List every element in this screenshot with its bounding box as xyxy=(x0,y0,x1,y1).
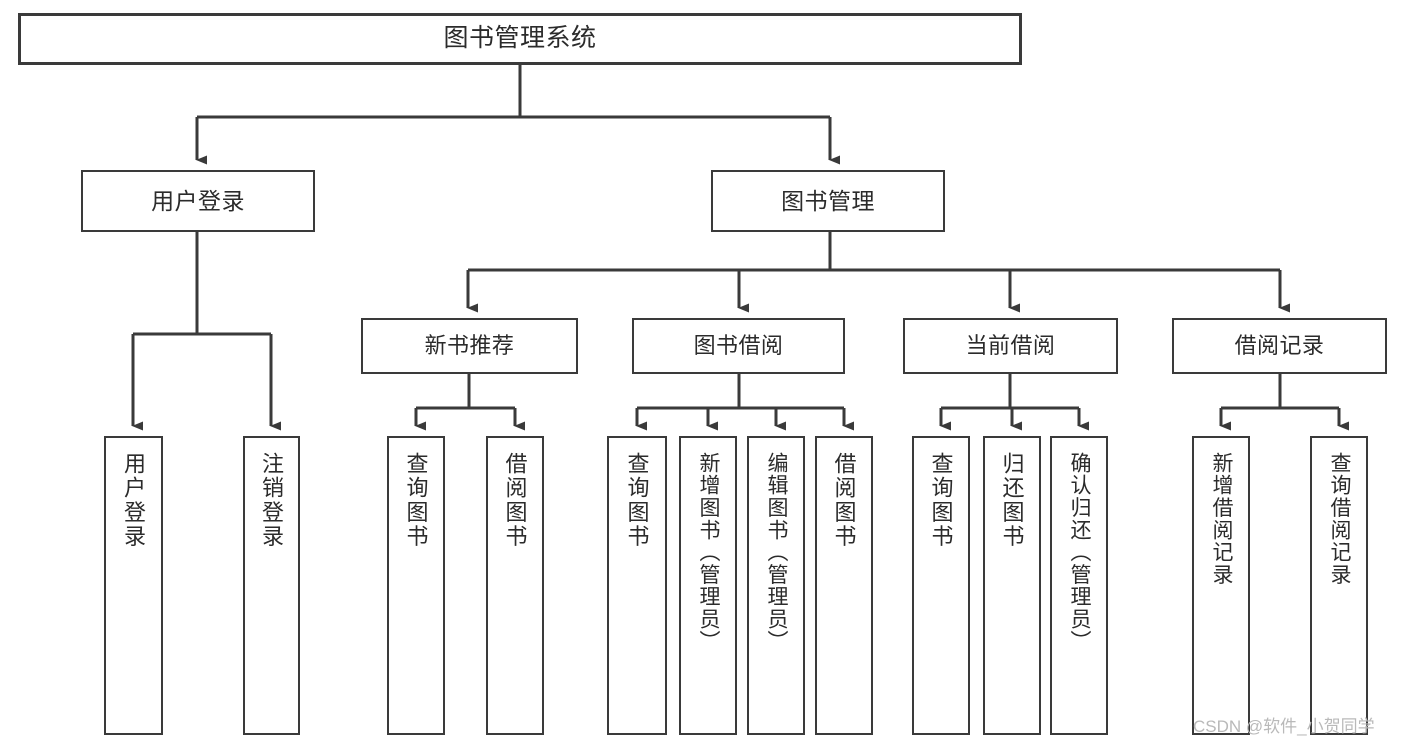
node-leaf-query-borrow-record-label: 查询借阅记录 xyxy=(1328,452,1352,586)
node-leaf-query-book-new[interactable]: 查询图书 xyxy=(387,436,445,735)
node-borrow-record-label: 借阅记录 xyxy=(1234,333,1325,359)
node-leaf-borrow-book-label: 借阅图书 xyxy=(831,452,857,549)
node-current-borrow[interactable]: 当前借阅 xyxy=(903,318,1118,374)
node-borrow-record[interactable]: 借阅记录 xyxy=(1172,318,1387,374)
node-leaf-logout[interactable]: 注销登录 xyxy=(243,436,300,735)
node-leaf-query-book-current[interactable]: 查询图书 xyxy=(912,436,970,735)
node-leaf-return-book[interactable]: 归还图书 xyxy=(983,436,1041,735)
node-leaf-query-book-new-label: 查询图书 xyxy=(403,452,429,549)
node-leaf-add-book-admin[interactable]: 新增图书（管理员） xyxy=(679,436,737,735)
node-leaf-query-book-borrow-label: 查询图书 xyxy=(624,452,650,549)
node-user-login[interactable]: 用户登录 xyxy=(81,170,315,232)
node-user-login-label: 用户登录 xyxy=(151,187,245,214)
node-root-system[interactable]: 图书管理系统 xyxy=(18,13,1022,65)
node-book-borrow[interactable]: 图书借阅 xyxy=(632,318,845,374)
node-leaf-add-book-admin-label: 新增图书（管理员） xyxy=(697,452,721,653)
node-book-manage-label: 图书管理 xyxy=(781,187,875,214)
watermark-text: CSDN @软件_小贺同学 xyxy=(1193,717,1375,736)
node-leaf-logout-label: 注销登录 xyxy=(259,452,285,549)
node-new-book-recommend-label: 新书推荐 xyxy=(424,333,515,359)
node-new-book-recommend[interactable]: 新书推荐 xyxy=(361,318,578,374)
node-leaf-query-borrow-record[interactable]: 查询借阅记录 xyxy=(1310,436,1368,735)
node-leaf-confirm-return-label: 确认归还（管理员） xyxy=(1068,452,1092,653)
node-leaf-edit-book-admin-label: 编辑图书（管理员） xyxy=(765,452,789,653)
node-leaf-confirm-return[interactable]: 确认归还（管理员） xyxy=(1050,436,1108,735)
node-leaf-user-login[interactable]: 用户登录 xyxy=(104,436,163,735)
node-book-borrow-label: 图书借阅 xyxy=(693,333,784,359)
node-leaf-borrow-book-new-label: 借阅图书 xyxy=(502,452,528,549)
node-leaf-return-book-label: 归还图书 xyxy=(999,452,1025,549)
node-book-manage[interactable]: 图书管理 xyxy=(711,170,945,232)
node-leaf-add-borrow-record[interactable]: 新增借阅记录 xyxy=(1192,436,1250,735)
node-leaf-query-book-borrow[interactable]: 查询图书 xyxy=(607,436,667,735)
node-leaf-borrow-book-new[interactable]: 借阅图书 xyxy=(486,436,544,735)
node-leaf-user-login-label: 用户登录 xyxy=(121,452,147,549)
node-current-borrow-label: 当前借阅 xyxy=(965,333,1056,359)
node-leaf-query-book-current-label: 查询图书 xyxy=(928,452,954,549)
node-root-label: 图书管理系统 xyxy=(443,24,597,53)
node-leaf-borrow-book[interactable]: 借阅图书 xyxy=(815,436,873,735)
node-leaf-edit-book-admin[interactable]: 编辑图书（管理员） xyxy=(747,436,805,735)
node-leaf-add-borrow-record-label: 新增借阅记录 xyxy=(1210,452,1234,586)
